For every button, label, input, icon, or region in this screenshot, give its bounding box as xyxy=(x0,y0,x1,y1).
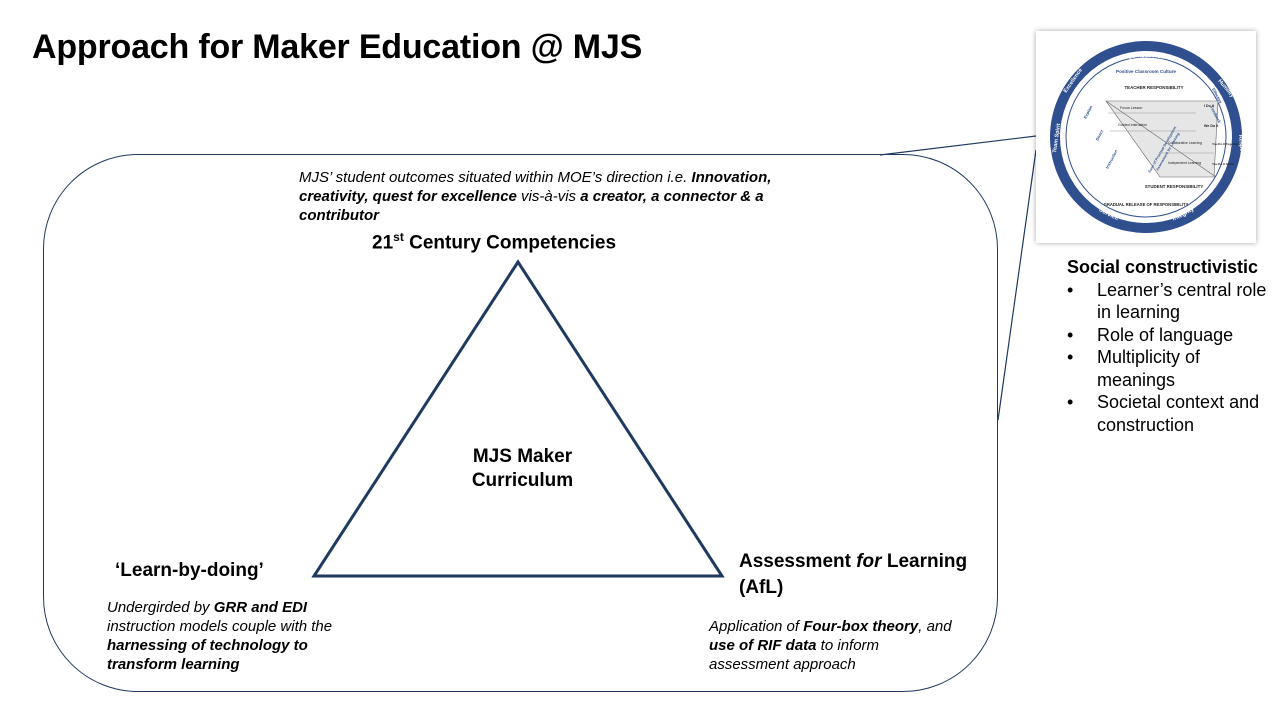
afl-note-rest: to inform assessment approach xyxy=(709,637,880,673)
competencies-heading: 21st Century Competencies xyxy=(372,230,616,254)
outcomes-note-bold1: Innovation, creativity, quest for excell… xyxy=(299,169,772,205)
student-responsibility-label: STUDENT RESPONSIBILITY xyxy=(1145,184,1204,189)
competency-triangle xyxy=(311,259,725,578)
curriculum-label-line2: Curriculum xyxy=(471,470,574,491)
word-direct: Direct xyxy=(1094,129,1104,142)
teacher-responsibility-label: TEACHER RESPONSIBILITY xyxy=(1124,85,1183,90)
gr-row-guided: Guided Instruction xyxy=(1118,123,1147,127)
framework-inner-outline xyxy=(1065,56,1227,218)
word-explain: Explain xyxy=(1082,104,1093,119)
gr-we-do-it: We Do It xyxy=(1204,124,1219,128)
gr-row-independent: Independent Learning xyxy=(1168,161,1201,165)
competencies-heading-number: 21 xyxy=(372,232,394,254)
social-item: Role of language xyxy=(1067,324,1277,347)
framework-image: Compassion Service Integrity Humility Re… xyxy=(1036,31,1256,243)
afl-heading-lead: Assessment xyxy=(739,551,857,572)
gr-you-do-alone: You Do It Alone xyxy=(1212,162,1234,166)
ring-label-team-spirit: Team Spirit xyxy=(1052,123,1062,153)
ring-label-respect: Respect xyxy=(1237,135,1245,157)
culture-label: Positive Classroom Culture xyxy=(1116,69,1176,74)
gr-row-focus: Focus Lesson xyxy=(1120,106,1142,110)
competencies-heading-sup: st xyxy=(393,230,404,244)
competencies-heading-rest: Century Competencies xyxy=(403,232,617,254)
rounded-frame xyxy=(43,154,998,692)
afl-note: Application of Four-box theory, and use … xyxy=(709,617,959,674)
gradual-release-label: GRADUAL RELEASE OF RESPONSIBILITY xyxy=(1104,202,1189,207)
slide-title: Approach for Maker Education @ MJS xyxy=(32,28,643,66)
outcomes-note-lead: MJS’ student outcomes situated within MO… xyxy=(299,169,692,186)
gr-i-do-it: I Do It xyxy=(1204,104,1215,108)
gr-row-collab: Collaborative Learning xyxy=(1168,141,1202,145)
gr-diagonal xyxy=(1105,100,1217,178)
afl-note-lead: Application of xyxy=(709,618,804,635)
ring-label-top: Compassion xyxy=(1127,53,1165,61)
outcomes-note-bold2: a creator, a connector & a contributor xyxy=(299,188,764,224)
social-heading: Social constructivistic xyxy=(1067,257,1259,277)
gr-you-do-together: You Do It Together xyxy=(1212,142,1239,146)
social-constructivistic-panel: Social constructivistic Learner’s centra… xyxy=(1067,256,1277,436)
grr-note-lead: Undergirded by xyxy=(107,599,214,616)
outcomes-note: MJS’ student outcomes situated within MO… xyxy=(299,168,819,225)
grr-note-mid: instruction models couple with the xyxy=(107,618,333,635)
learn-by-doing-heading: ‘Learn-by-doing’ xyxy=(115,560,264,581)
curriculum-label: MJS Maker Curriculum xyxy=(440,445,605,493)
afl-note-bold2: use of RIF data xyxy=(709,637,817,654)
curriculum-label-line1: MJS Maker xyxy=(472,446,573,467)
callout-line-top xyxy=(879,135,1037,156)
afl-note-bold1: Four-box theory xyxy=(803,618,919,635)
afl-heading: Assessment for Learning (AfL) xyxy=(739,549,1009,601)
social-item: Learner’s central role in learning xyxy=(1067,279,1277,324)
social-item: Societal context and construction xyxy=(1067,391,1277,436)
grr-note-bold1: GRR and EDI xyxy=(213,599,308,616)
grr-note-bold2: harnessing of technology to transform le… xyxy=(107,637,308,673)
afl-heading-italic: for xyxy=(856,551,882,572)
framework-graphic: Compassion Service Integrity Humility Re… xyxy=(1050,41,1245,233)
afl-note-mid: , and xyxy=(918,618,952,635)
outcomes-note-mid: vis-à-vis xyxy=(516,188,581,205)
afl-heading-rest: Learning (AfL) xyxy=(739,551,968,598)
social-item: Multiplicity of meanings xyxy=(1067,346,1277,391)
callout-line-side xyxy=(997,149,1037,421)
grr-edi-note: Undergirded by GRR and EDI instruction m… xyxy=(107,598,337,674)
social-list: Learner’s central role in learning Role … xyxy=(1067,279,1277,437)
